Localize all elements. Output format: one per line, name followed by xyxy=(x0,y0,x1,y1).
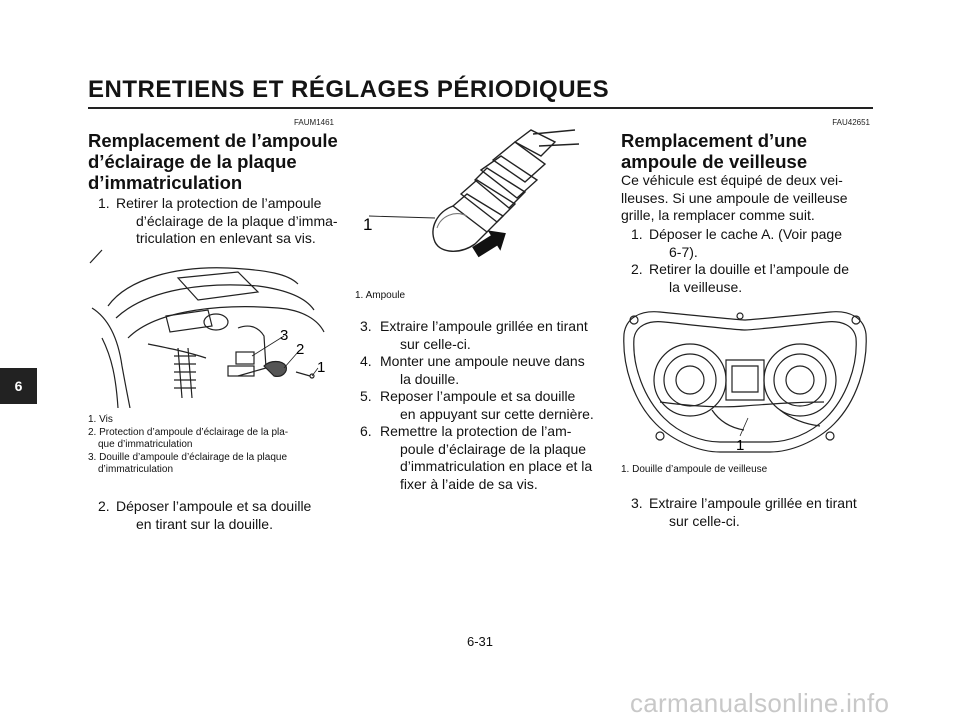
caption-line: 3. Douille d’ampoule d’éclairage de la p… xyxy=(88,451,288,463)
figure-caption: 1. Ampoule xyxy=(355,290,406,301)
headlight-figure: 1 xyxy=(623,311,867,454)
step-item: 1. Retirer la protection de l’ampoule d’… xyxy=(98,195,338,248)
step-number: 1. xyxy=(98,195,110,211)
figure-caption: 1. Douille d’ampoule de veilleuse xyxy=(621,464,768,475)
step-line: Monter une ampoule neuve dans xyxy=(380,353,585,369)
step-item: 4. Monter une ampoule neuve dans la doui… xyxy=(360,353,602,388)
step-item: 1. Déposer le cache A. (Voir page 6-7). xyxy=(631,226,871,261)
step-line: en appuyant sur cette dernière. xyxy=(400,405,594,422)
step-line: en tirant sur la douille. xyxy=(136,515,273,532)
paragraph-line: lleuses. Si une ampoule de veilleuse xyxy=(621,189,848,206)
step-line: triculation en enlevant sa vis. xyxy=(136,230,316,246)
page-header-title: ENTRETIENS ET RÉGLAGES PÉRIODIQUES xyxy=(88,76,610,103)
figure-callout: 1 xyxy=(363,215,372,234)
step-number: 3. xyxy=(631,495,643,511)
step-item: 2. Retirer la douille et l’ampoule de la… xyxy=(631,261,871,296)
heading-line: d’éclairage de la plaque xyxy=(88,151,297,172)
heading-line: Remplacement de l’ampoule xyxy=(88,130,338,151)
step-number: 2. xyxy=(98,498,110,514)
step-number: 3. xyxy=(360,318,372,334)
paragraph-line: Ce véhicule est équipé de deux vei- xyxy=(621,172,843,188)
step-line: poule d’éclairage de la plaque xyxy=(400,440,587,457)
heading-line: Remplacement d’une xyxy=(621,130,808,151)
section-heading: Remplacement d’une ampoule de veilleuse xyxy=(621,130,871,172)
step-line: d’immatriculation en place et la xyxy=(400,458,593,474)
paragraph-line: grille, la remplacer comme suit. xyxy=(621,207,815,223)
step-item: 3. Extraire l’ampoule grillée en tirant … xyxy=(631,495,871,530)
step-item: 3. Extraire l’ampoule grillée en tirant … xyxy=(360,318,602,353)
section-code: FAU42651 xyxy=(832,118,870,127)
step-item: 6. Remettre la protection de l’am- poule… xyxy=(360,423,602,493)
figure-callout: 1 xyxy=(317,359,325,376)
step-line: la douille. xyxy=(400,370,460,387)
caption-line: 2. Protection d’ampoule d’éclairage de l… xyxy=(88,426,289,438)
step-item: 2. Déposer l’ampoule et sa douille en ti… xyxy=(98,498,338,533)
step-item: 5. Reposer l’ampoule et sa douille en ap… xyxy=(360,388,602,423)
step-line: sur celle-ci. xyxy=(400,335,471,352)
caption-line: d’immatriculation xyxy=(98,464,174,475)
caption-line: 1. Vis xyxy=(88,414,113,425)
step-line: Extraire l’ampoule grillée en tirant xyxy=(649,495,857,511)
step-line: Remettre la protection de l’am- xyxy=(380,423,572,439)
step-line: Retirer la douille et l’ampoule de xyxy=(649,261,849,277)
step-line: fixer à l’aide de sa vis. xyxy=(400,475,538,492)
step-line: 6-7). xyxy=(669,243,698,260)
caption-line: que d’immatriculation xyxy=(98,439,193,450)
figure-callout: 2 xyxy=(296,341,304,358)
step-number: 4. xyxy=(360,353,372,369)
step-line: Déposer l’ampoule et sa douille xyxy=(116,498,312,514)
step-line: Reposer l’ampoule et sa douille xyxy=(380,388,576,404)
step-line: d’éclairage de la plaque d’imma- xyxy=(136,212,338,229)
heading-line: ampoule de veilleuse xyxy=(621,151,808,172)
watermark: carmanualsonline.info xyxy=(630,688,890,718)
step-number: 2. xyxy=(631,261,643,277)
header-rule xyxy=(88,107,873,109)
intro-paragraph: Ce véhicule est équipé de deux vei- lleu… xyxy=(621,172,871,225)
step-line: Retirer la protection de l’ampoule xyxy=(116,195,322,211)
step-line: sur celle-ci. xyxy=(669,512,740,529)
chapter-tab[interactable]: 6 xyxy=(0,368,37,404)
page-number: 6-31 xyxy=(466,634,494,649)
heading-line: d’immatriculation xyxy=(88,172,243,193)
figure-callout: 3 xyxy=(280,327,288,344)
section-heading: Remplacement de l’ampoule d’éclairage de… xyxy=(88,130,348,193)
step-number: 6. xyxy=(360,423,372,439)
step-line: la veilleuse. xyxy=(669,278,743,295)
step-number: 1. xyxy=(631,226,643,242)
step-line: Extraire l’ampoule grillée en tirant xyxy=(380,318,588,334)
license-plate-light-figure: 3 2 1 xyxy=(89,249,325,408)
figure-callout: 1 xyxy=(736,437,744,454)
step-line: Déposer le cache A. (Voir page xyxy=(649,226,843,242)
step-number: 5. xyxy=(360,388,372,404)
section-code: FAUM1461 xyxy=(293,118,334,127)
bulb-figure: 1 xyxy=(363,129,580,258)
figure-caption: 1. Vis 2. Protection d’ampoule d’éclaira… xyxy=(88,414,348,477)
